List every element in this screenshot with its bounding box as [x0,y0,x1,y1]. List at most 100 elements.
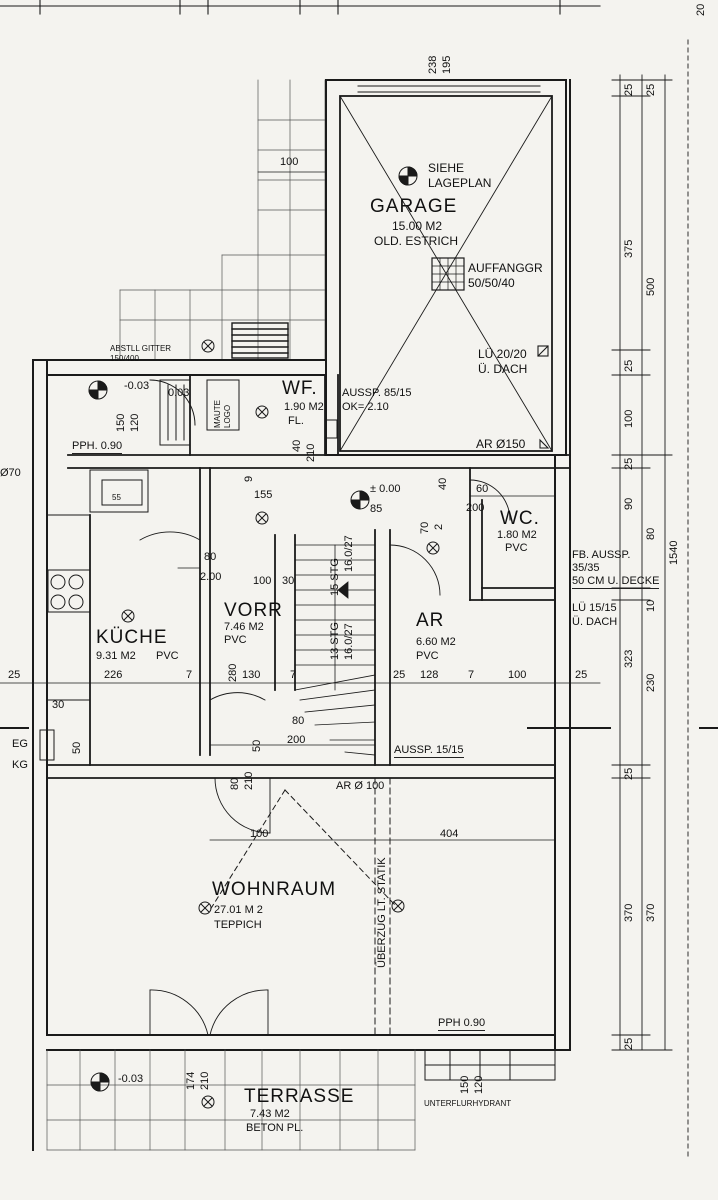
wc-name: WC. [500,508,540,529]
floor-eg: EG [12,738,28,750]
auffang-size: 50/50/40 [468,276,515,290]
dim-195: 195 [441,55,453,74]
dim-25-ar: 25 [393,669,406,681]
dim-100-wohn: 100 [250,828,269,840]
brand-label-2: LOGO [223,404,232,428]
dim-7-kitchen: 7 [186,669,193,681]
door-swings [139,479,511,1036]
dim-60: 60 [476,483,489,495]
dim-200-hall: 200 [287,734,306,746]
pph-bottom: PPH 0.90 [438,1017,486,1031]
dim-55: 55 [112,493,121,502]
dim-40-ar: 40 [437,477,449,490]
ar-name: AR [416,610,445,631]
dim-100-ar: 100 [508,669,527,681]
dim-30-left: 30 [52,699,65,711]
wf-name: WF. [282,378,318,399]
paving-grid [119,79,326,361]
dim-100-vorr: 100 [253,575,272,587]
level-minus-003-bottom: -0.03 [118,1073,144,1085]
wohnraum-details [209,777,556,1081]
dim-120-ter: 120 [473,1075,485,1094]
wc-vent: LÜ 15/15 [572,602,617,614]
garage-floor: OLD. ESTRICH [374,234,459,248]
level-minus-003-top: -0.03 [124,380,150,392]
dim-100-top: 100 [280,156,299,168]
wf-outlet: AUSSP. 85/15 [342,387,412,399]
garage-drain: AR Ø150 [476,437,526,451]
rdim-25-e: 25 [623,767,635,780]
dim-210-low: 210 [243,771,255,790]
right-dimension-chain [0,39,718,1161]
terrasse-area: 7.43 M2 [250,1108,290,1120]
stair-ratio-a: 16.0/27 [343,535,355,572]
dim-25-right: 25 [575,669,588,681]
dim-280: 280 [227,663,239,682]
garage-note-siehe: SIEHE [428,161,465,175]
fb-outlet-size: 35/35 [572,562,600,574]
rdim-25-d: 25 [623,457,635,470]
auffang-label: AUFFANGGR [468,261,543,275]
top-dimension-line [0,0,601,15]
rdim-10: 10 [645,599,657,612]
wf-fixtures [149,379,338,446]
interior-walls [46,374,571,779]
dim-80-kitchen: 80 [204,551,217,563]
wohnraum-floor: TEPPICH [214,919,262,931]
terrasse-floor: BETON PL. [246,1122,304,1134]
dim-80-hall: 80 [292,715,305,727]
floor-kg: KG [12,759,28,771]
rdim-370-a: 370 [623,903,635,922]
wohnraum-area: 27.01 M 2 [214,904,263,916]
dim-25-left: 25 [8,669,21,681]
dim-174: 174 [185,1071,197,1090]
pipe-diameter-left: Ø70 [0,467,21,479]
ar-floor: PVC [416,650,439,662]
rdim-90: 90 [623,497,635,510]
dim-30: 30 [282,575,295,587]
dim-210-ter: 210 [199,1071,211,1090]
rdim-230: 230 [645,673,657,692]
wc-floor: PVC [505,542,528,554]
dim-226: 226 [104,669,123,681]
dim-238: 238 [427,55,439,74]
beam-note: ÜBERZUG LT. STATIK [376,857,388,968]
dim-2-00: 2.00 [200,571,222,583]
stair-ratio-b: 16.0/27 [343,623,355,660]
rdim-500: 500 [645,277,657,296]
horizontal-dimension-lines [0,171,601,841]
dim-50-hall: 50 [251,739,263,752]
kueche-area: 9.31 M2 [96,650,136,662]
dim-7-ar: 7 [468,669,475,681]
dim-40: 40 [291,439,303,452]
pph-top: PPH. 0.90 [72,440,123,454]
dim-120: 120 [129,413,141,432]
rdim-25-f: 25 [623,1037,635,1050]
brand-label: MAUTE [213,400,222,428]
kitchen-fixtures [39,469,149,761]
dim-128: 128 [420,669,439,681]
garage-area: 15.00 M2 [392,219,443,233]
rdim-80: 80 [645,527,657,540]
dim-7-vorr: 7 [290,669,297,681]
rdim-1540: 1540 [668,540,680,565]
vorr-area: 7.46 M2 [224,621,264,633]
kueche-floor: PVC [156,650,179,662]
dim-9: 9 [243,475,255,482]
dim-2: 2 [433,523,445,530]
vorr-name: VORR [224,600,283,621]
dim-130: 130 [242,669,261,681]
wohnraum-name: WOHNRAUM [212,879,337,900]
terrace-grid [46,1049,416,1151]
dim-70: 70 [419,521,431,534]
dim-150: 150 [115,413,127,432]
dim-80-low: 80 [229,777,241,790]
ar-area: 6.60 M2 [416,636,456,648]
rdim-375: 375 [623,239,635,258]
wf-floor: FL. [288,415,304,427]
rdim-25-c: 25 [623,359,635,372]
wf-area: 1.90 M2 [284,401,324,413]
garage-vent: LÜ 20/20 [478,347,527,361]
staircase [294,544,376,756]
